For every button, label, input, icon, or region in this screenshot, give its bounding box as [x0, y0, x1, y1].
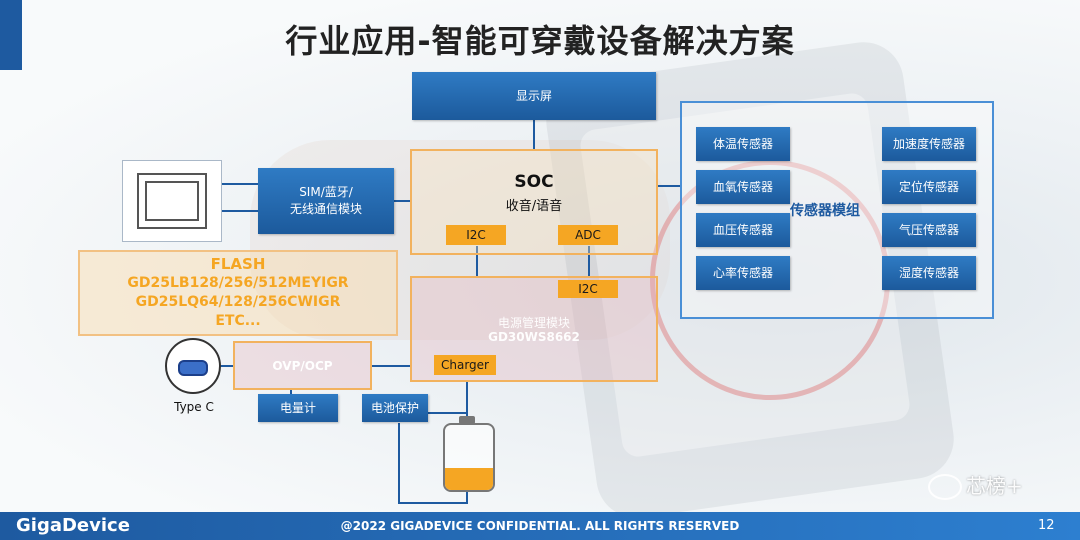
connector: [220, 210, 258, 212]
connector: [466, 380, 468, 418]
flash-block: FLASH GD25LB128/256/512MEYIGR GD25LQ64/1…: [78, 250, 398, 336]
pm-i2c-port: I2C: [558, 280, 618, 298]
connector: [370, 365, 412, 367]
sensor-accelerometer: 加速度传感器: [882, 127, 976, 161]
connector: [394, 200, 412, 202]
sim-label-line2: 无线通信模块: [289, 202, 362, 216]
ovp-ocp-block: OVP/OCP: [233, 341, 372, 390]
pm-name: 电源管理模块: [497, 316, 570, 330]
soc-subtitle: 收音/语音: [505, 199, 563, 214]
charger-block: Charger: [434, 355, 496, 375]
left-accent-bar: [0, 0, 22, 70]
connector: [533, 120, 535, 150]
connector: [476, 246, 478, 276]
soc-title: SOC: [514, 172, 554, 192]
wechat-icon: [928, 474, 962, 500]
type-c-label: Type C: [174, 400, 214, 414]
connector: [428, 412, 468, 414]
flash-etc: ETC...: [215, 313, 261, 329]
sensor-blood-oxygen: 血氧传感器: [696, 170, 790, 204]
sensor-humidity: 湿度传感器: [882, 256, 976, 290]
fuel-gauge-block: 电量计: [258, 394, 338, 422]
slide-title: 行业应用-智能可穿戴设备解决方案: [285, 22, 795, 60]
connector: [398, 423, 400, 503]
connector: [217, 365, 233, 367]
sensor-blood-pressure: 血压传感器: [696, 213, 790, 247]
usb-type-c-icon: [165, 338, 221, 394]
soc-i2c-port: I2C: [446, 225, 506, 245]
pm-part-number: GD30WS8662: [488, 330, 580, 344]
connector: [588, 246, 590, 276]
page-number: 12: [1038, 518, 1055, 533]
sensor-group-label: 传感器模组: [790, 203, 860, 219]
soc-adc-port: ADC: [558, 225, 618, 245]
sensor-barometric: 气压传感器: [882, 213, 976, 247]
watermark-text: 芯榜+: [966, 474, 1023, 498]
display-block: 显示屏: [412, 72, 656, 120]
footer-bar: [0, 512, 1080, 540]
battery-protection-block: 电池保护: [362, 394, 428, 422]
connector: [656, 185, 682, 187]
connector: [290, 388, 292, 394]
sensor-heart-rate: 心率传感器: [696, 256, 790, 290]
battery-icon: [443, 423, 495, 492]
connector: [220, 183, 258, 185]
sim-card-image: [122, 160, 222, 242]
company-logo: GigaDevice: [16, 515, 130, 536]
sensor-positioning: 定位传感器: [882, 170, 976, 204]
flash-part-1: GD25LB128/256/512MEYIGR: [127, 275, 349, 291]
connector: [466, 488, 468, 504]
sim-wireless-module: SIM/蓝牙/ 无线通信模块: [258, 168, 394, 234]
flash-title: FLASH: [210, 255, 266, 273]
sensor-body-temperature: 体温传感器: [696, 127, 790, 161]
battery-cap: [459, 416, 475, 424]
sim-label-line1: SIM/蓝牙/: [299, 185, 353, 200]
flash-part-2: GD25LQ64/128/256CWIGR: [135, 294, 341, 310]
copyright-text: @2022 GIGADEVICE CONFIDENTIAL. ALL RIGHT…: [340, 519, 740, 533]
connector: [398, 502, 468, 504]
